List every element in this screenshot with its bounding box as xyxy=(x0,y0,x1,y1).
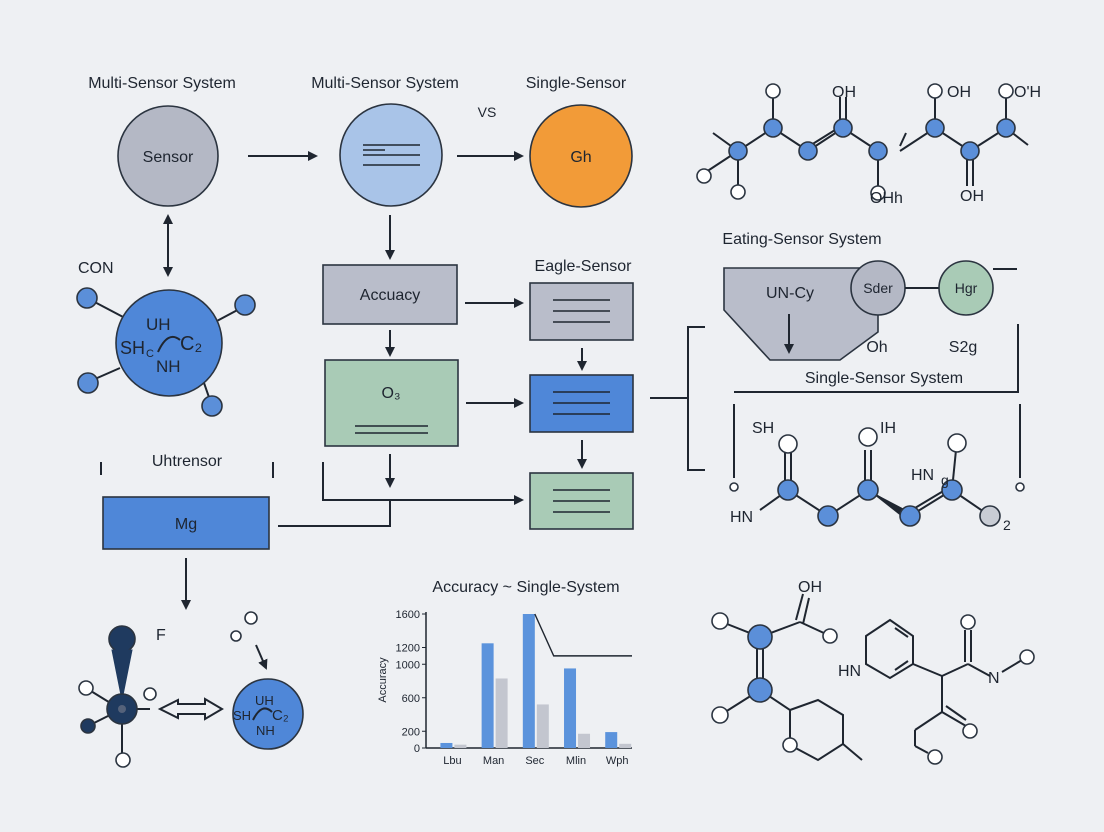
top-oh-1: OH xyxy=(832,84,856,101)
eagle-sensor-label: Eagle-Sensor xyxy=(535,258,633,275)
chart-bar xyxy=(481,643,494,748)
accuracy-box[interactable]: Accuacy xyxy=(322,264,458,325)
mol-c-sub: C xyxy=(146,348,154,360)
chart-x-tick-label: Sec xyxy=(525,755,544,767)
chart-y-tick-label: 600 xyxy=(402,693,420,705)
hgr-label: Hgr xyxy=(955,280,978,296)
terminal-left xyxy=(729,482,739,492)
chart-y-tick-label: 1200 xyxy=(396,643,420,655)
mol2-uh: UH xyxy=(255,693,274,708)
chart-bar xyxy=(522,614,535,748)
mol2-c2: C₂ xyxy=(272,707,289,724)
single-sensor-label: Single-Sensor xyxy=(526,75,627,92)
multi-sensor-label-mid: Multi-Sensor System xyxy=(311,75,459,92)
terminal-right xyxy=(1015,482,1025,492)
oh-label: Oh xyxy=(866,339,887,356)
right-g: g xyxy=(941,472,949,488)
mg-box[interactable]: Mɡ xyxy=(102,496,270,550)
top-oh-4: OH xyxy=(960,188,984,205)
bottom-left-pin-molecule[interactable] xyxy=(78,625,157,768)
chart-bar xyxy=(605,732,618,748)
top-ohh: OHh xyxy=(870,190,903,207)
bracket-right xyxy=(687,326,705,471)
uhtrensor-label: Uhtrensor xyxy=(152,453,223,470)
chart-x-tick-label: Man xyxy=(483,755,504,767)
bottom-molecule-circle[interactable]: UH SH C₂ NH xyxy=(232,678,304,750)
sensor-node[interactable]: Sensor xyxy=(117,105,219,207)
multi-sensor-node[interactable] xyxy=(339,103,443,207)
connector-mg-to-flow xyxy=(278,500,391,527)
multi-sensor-label-left: Multi-Sensor System xyxy=(88,75,236,92)
sder-node[interactable]: Sder xyxy=(850,260,906,316)
right-ih: IH xyxy=(880,420,896,437)
f-label: F xyxy=(156,627,166,644)
chart-bar xyxy=(536,704,549,748)
right-sh: SH xyxy=(752,420,774,437)
single-sensor-node-label: Gh xyxy=(570,149,591,166)
bottom-hn: HN xyxy=(838,663,861,680)
right-hn-right: HN xyxy=(911,467,934,484)
eating-sensor-system-label: Eating-Sensor System xyxy=(722,231,881,248)
mol-nh: NH xyxy=(156,357,181,376)
chart-y-tick-label: 1000 xyxy=(396,659,420,671)
chart-title: Accuracy ~ Single-System xyxy=(432,579,619,596)
chart-bar xyxy=(578,733,591,748)
top-oh-2: OH xyxy=(947,84,971,101)
small-bubble-1 xyxy=(244,611,258,625)
blue-result-box[interactable] xyxy=(529,374,634,433)
single-sensor-system-label: Single-Sensor System xyxy=(805,370,963,387)
chart-x-tick-label: Mlin xyxy=(566,755,586,767)
chart-y-tick-label: 1600 xyxy=(396,609,420,621)
top-oh-3: O'H xyxy=(1014,84,1041,101)
mol-c2: C₂ xyxy=(180,333,202,355)
sder-label: Sder xyxy=(863,280,893,296)
mol-sh: SH xyxy=(120,338,145,358)
chart-y-tick-label: 0 xyxy=(414,743,420,755)
chart-bar xyxy=(564,668,577,748)
right-sub2: 2 xyxy=(1003,517,1011,533)
accuracy-bar-chart: Accuracy ~ Single-System Accuracy 0 200 60… xyxy=(377,579,632,767)
unc-block-label: UN-Cy xyxy=(766,285,814,302)
chart-bar xyxy=(495,678,508,748)
o3-box-label: O₃ xyxy=(382,385,401,402)
chart-x-tick-label: Lbu xyxy=(443,755,461,767)
chart-bar xyxy=(454,744,467,748)
mg-box-label: Mɡ xyxy=(175,516,197,533)
green-result-box[interactable] xyxy=(529,472,634,530)
chart-y-tick-label: 200 xyxy=(402,726,420,738)
bottom-n: N xyxy=(988,670,1000,687)
connector-left-to-green xyxy=(322,462,524,505)
sensor-node-label: Sensor xyxy=(143,149,194,166)
bottom-right-molecule: OH HN N xyxy=(711,579,1035,765)
double-arrow-block xyxy=(157,697,224,721)
s2g-label: S2g xyxy=(949,339,977,356)
con-label: CON xyxy=(78,260,114,277)
o3-box[interactable]: O₃ xyxy=(324,359,459,447)
top-chain-molecule: OH OH O'H OHh OH xyxy=(696,83,1041,207)
bottom-oh: OH xyxy=(798,579,822,596)
mol2-nh: NH xyxy=(256,723,275,738)
chart-x-tick-label: Wph xyxy=(606,755,629,767)
hgr-node[interactable]: Hgr xyxy=(938,260,994,316)
unc-block[interactable]: UN-Cy xyxy=(723,267,879,361)
vs-label: VS xyxy=(478,104,497,120)
mol-uh: UH xyxy=(146,315,171,334)
right-frame-top xyxy=(734,324,1019,393)
chart-bar xyxy=(619,743,632,748)
small-bubble-2 xyxy=(230,630,242,642)
mol2-sh: SH xyxy=(233,708,251,723)
chart-bar xyxy=(440,742,453,748)
chart-y-axis-label: Accuracy xyxy=(377,657,389,703)
arrow-small xyxy=(255,644,268,670)
chart-overlay-line xyxy=(534,613,632,657)
left-molecule[interactable]: UH SH C C₂ NH xyxy=(76,287,256,417)
single-sensor-node[interactable]: Gh xyxy=(529,104,633,208)
right-chain-molecule: SH IH HN HN g 2 xyxy=(730,420,1011,533)
eagle-sensor-box[interactable] xyxy=(529,282,634,341)
accuracy-box-label: Accuacy xyxy=(360,287,420,304)
right-hn-left: HN xyxy=(730,509,753,526)
